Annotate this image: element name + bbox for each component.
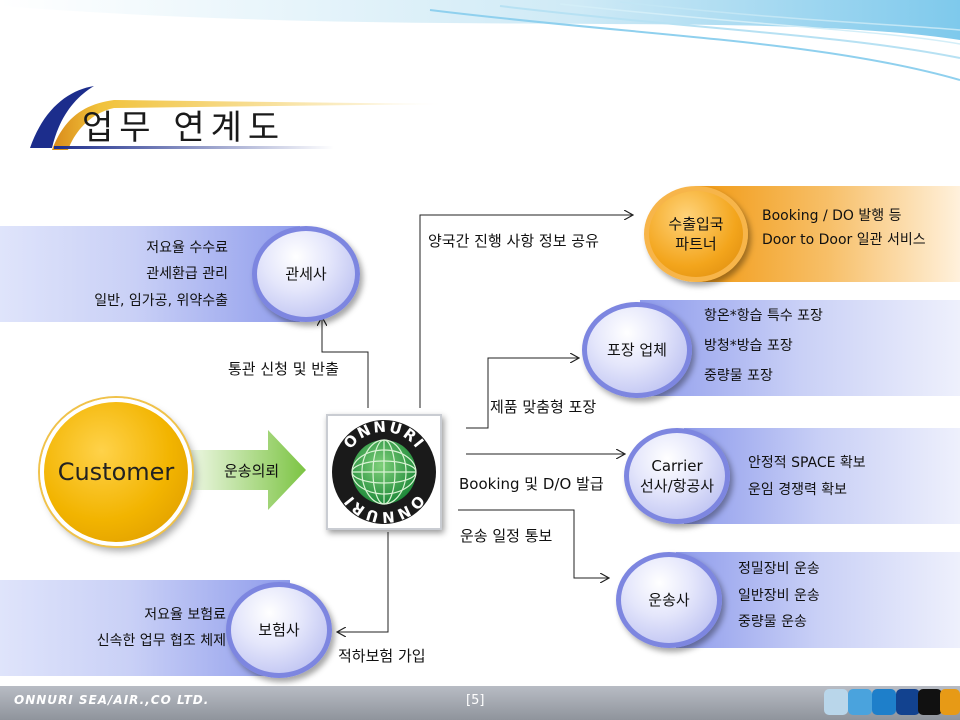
carrier-band bbox=[684, 428, 960, 524]
packing-circle[interactable]: 포장 업체 bbox=[582, 302, 692, 398]
footer-square-2 bbox=[848, 689, 872, 715]
customs-link-label: 통관 신청 및 반출 bbox=[228, 360, 339, 378]
header-swoosh bbox=[0, 0, 960, 81]
carrier-link-label: Booking 및 D/O 발급 bbox=[459, 475, 604, 493]
carrier-circle[interactable]: Carrier 선사/항공사 bbox=[624, 428, 730, 524]
customs-circle[interactable]: 관세사 bbox=[252, 226, 360, 322]
partner-circle-label-2: 파트너 bbox=[675, 235, 717, 253]
page-number: [5] bbox=[466, 693, 485, 708]
partner-link-label: 양국간 진행 사항 정보 공유 bbox=[428, 232, 599, 250]
footer-square-1 bbox=[824, 689, 848, 715]
packing-item-1: 항온*항습 특수 포장 bbox=[704, 308, 823, 324]
transport-item-1: 정밀장비 운송 bbox=[738, 561, 820, 577]
customer-arrow-label: 운송의뢰 bbox=[224, 462, 280, 480]
packing-link-label: 제품 맞춤형 포장 bbox=[490, 398, 597, 416]
insurance-circle-label: 보험사 bbox=[258, 620, 300, 639]
customs-item-1: 저요율 수수료 bbox=[146, 240, 228, 256]
partner-item-2: Door to Door 일관 서비스 bbox=[762, 232, 926, 248]
transport-item-3: 중량물 운송 bbox=[738, 614, 807, 630]
transport-circle-label: 운송사 bbox=[648, 590, 690, 609]
footer-square-5 bbox=[918, 689, 942, 715]
footer-square-4 bbox=[896, 689, 920, 715]
customs-item-2: 관세환급 관리 bbox=[146, 266, 228, 282]
page-title: 업무 연계도 bbox=[82, 108, 286, 148]
packing-band bbox=[640, 300, 960, 396]
partner-circle-label-1: 수출입국 bbox=[668, 214, 724, 233]
customer-arrow bbox=[190, 430, 306, 510]
carrier-item-1: 안정적 SPACE 확보 bbox=[748, 455, 866, 471]
transport-item-2: 일반장비 운송 bbox=[738, 588, 820, 604]
insurance-item-1: 저요율 보험료 bbox=[144, 607, 226, 623]
customs-circle-label: 관세사 bbox=[285, 264, 327, 283]
carrier-circle-label-2: 선사/항공사 bbox=[639, 477, 715, 495]
packing-item-3: 중량물 포장 bbox=[704, 368, 773, 384]
onnuri-globe-icon: ONNURI ONNURI bbox=[332, 418, 436, 526]
insurance-item-2: 신속한 업무 협조 체제 bbox=[96, 633, 226, 649]
green-arrow-icon bbox=[190, 430, 306, 510]
customs-band bbox=[0, 226, 300, 322]
insurance-circle[interactable]: 보험사 bbox=[226, 582, 332, 678]
packing-circle-label: 포장 업체 bbox=[607, 340, 667, 359]
center-logo[interactable]: ONNURI ONNURI bbox=[326, 414, 442, 530]
customer-circle[interactable]: Customer bbox=[40, 398, 192, 546]
partner-item-1: Booking / DO 발행 등 bbox=[762, 208, 902, 224]
customs-item-3: 일반, 임가공, 위약수출 bbox=[94, 293, 228, 309]
partner-circle[interactable]: 수출입국 파트너 bbox=[644, 186, 748, 282]
footer-square-3 bbox=[872, 689, 896, 715]
footer-square-6 bbox=[940, 689, 960, 715]
carrier-circle-label-1: Carrier bbox=[651, 456, 703, 475]
title-logo-icon bbox=[30, 86, 444, 150]
transport-link-label: 운송 일정 통보 bbox=[460, 527, 553, 545]
transport-circle[interactable]: 운송사 bbox=[616, 552, 722, 648]
customer-label: Customer bbox=[57, 457, 175, 486]
insurance-link-label: 적하보험 가입 bbox=[338, 647, 426, 665]
footer-company: ONNURI SEA/AIR.,CO LTD. bbox=[14, 693, 210, 707]
carrier-item-2: 운임 경쟁력 확보 bbox=[748, 482, 848, 498]
transport-band bbox=[676, 552, 960, 648]
footer-bar bbox=[0, 686, 960, 720]
packing-item-2: 방청*방습 포장 bbox=[704, 338, 793, 354]
